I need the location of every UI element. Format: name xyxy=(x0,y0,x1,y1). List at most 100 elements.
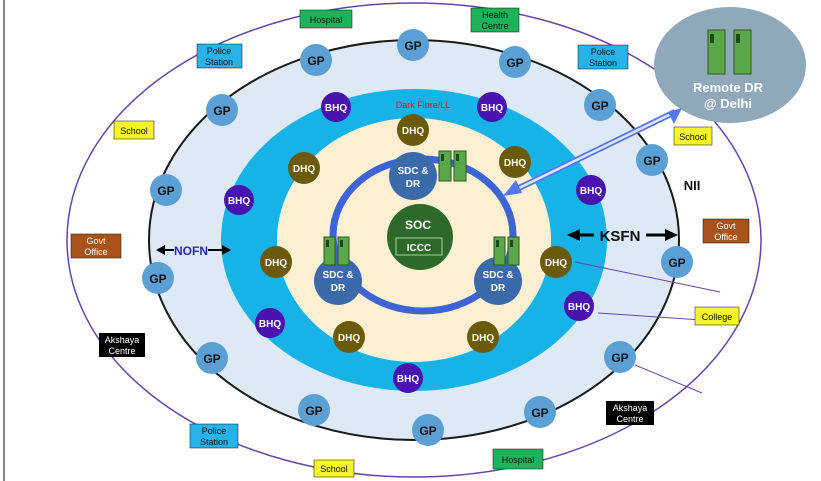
svg-text:GP: GP xyxy=(149,272,166,286)
svg-text:GP: GP xyxy=(506,56,523,70)
svg-text:GP: GP xyxy=(213,104,230,118)
nofn-label: NOFN xyxy=(174,244,208,258)
gp-node: GP xyxy=(196,342,228,374)
svg-text:BHQ: BHQ xyxy=(228,196,250,207)
svg-text:GP: GP xyxy=(611,351,628,365)
svg-text:DHQ: DHQ xyxy=(265,258,287,269)
dhq-node: DHQ xyxy=(288,152,320,184)
svg-text:Office: Office xyxy=(84,247,107,257)
svg-text:Akshaya: Akshaya xyxy=(105,335,140,345)
svg-text:Office: Office xyxy=(714,232,737,242)
gp-node: GP xyxy=(150,174,182,206)
svg-text:DR: DR xyxy=(491,283,506,294)
bhq-node: BHQ xyxy=(393,363,423,393)
server-icon xyxy=(438,150,467,182)
svg-text:Police: Police xyxy=(202,426,227,436)
svg-text:SDC &: SDC & xyxy=(322,270,353,281)
svg-text:College: College xyxy=(702,312,733,322)
svg-text:BHQ: BHQ xyxy=(397,374,419,385)
nofn-link: NOFN xyxy=(156,244,231,258)
server-icon xyxy=(323,236,350,266)
dhq-node: DHQ xyxy=(540,246,572,278)
svg-text:DHQ: DHQ xyxy=(293,164,315,175)
gp-node: GP xyxy=(499,46,531,78)
bhq-nodes: BHQ BHQ BHQ BHQ BHQ BHQ BHQ xyxy=(224,92,606,393)
svg-text:GP: GP xyxy=(305,404,322,418)
sdc-dr-left: SDC & DR xyxy=(314,236,362,305)
svg-text:GP: GP xyxy=(531,406,548,420)
tag-police-station: Police Station xyxy=(577,44,629,70)
bhq-node: BHQ xyxy=(255,308,285,338)
svg-text:SDC &: SDC & xyxy=(397,166,428,177)
svg-text:School: School xyxy=(120,126,148,136)
svg-text:DHQ: DHQ xyxy=(402,126,424,137)
dhq-nodes: DHQ DHQ DHQ DHQ DHQ DHQ DHQ xyxy=(260,114,572,353)
outer-tags: Hospital Health Centre Police Station Po… xyxy=(70,7,750,478)
svg-text:Health: Health xyxy=(482,10,508,20)
remote-dr-label: Remote DR xyxy=(693,80,764,95)
dark-fibre-label: Dark Fibre/LL xyxy=(396,100,451,110)
svg-text:DR: DR xyxy=(331,283,346,294)
sdc-dr-top: SDC & DR xyxy=(389,150,467,200)
svg-text:GP: GP xyxy=(203,352,220,366)
svg-text:GP: GP xyxy=(404,39,421,53)
svg-text:Police: Police xyxy=(591,47,616,57)
gp-node: GP xyxy=(142,262,174,294)
tag-health-centre: Health Centre xyxy=(470,7,520,33)
remote-dr: Remote DR @ Delhi xyxy=(654,7,806,123)
gp-node: GP xyxy=(300,44,332,76)
soc-center: SOC ICCC xyxy=(387,204,453,270)
svg-text:Hospital: Hospital xyxy=(502,455,535,465)
svg-text:Akshaya: Akshaya xyxy=(613,403,648,413)
gp-node: GP xyxy=(524,396,556,428)
ksfn-label: KSFN xyxy=(600,228,641,245)
svg-text:DHQ: DHQ xyxy=(338,333,360,344)
svg-text:Centre: Centre xyxy=(481,21,508,31)
gp-nodes: GP GP GP GP GP GP GP GP GP GP GP GP GP G… xyxy=(142,29,693,446)
svg-text:Station: Station xyxy=(200,437,228,447)
tag-police-station: Police Station xyxy=(189,423,239,449)
gp-node: GP xyxy=(397,29,429,61)
bhq-node: BHQ xyxy=(576,175,606,205)
gp-node: GP xyxy=(412,414,444,446)
svg-text:BHQ: BHQ xyxy=(580,186,602,197)
server-icon xyxy=(493,236,520,266)
ksfn-link: KSFN xyxy=(567,228,678,245)
svg-text:Centre: Centre xyxy=(108,346,135,356)
bhq-node: BHQ xyxy=(321,92,351,122)
soc-label: SOC xyxy=(405,218,431,232)
gp-node: GP xyxy=(661,246,693,278)
bhq-node: BHQ xyxy=(224,185,254,215)
svg-text:Govt: Govt xyxy=(716,221,736,231)
dhq-node: DHQ xyxy=(467,321,499,353)
svg-text:Govt: Govt xyxy=(86,236,106,246)
svg-text:BHQ: BHQ xyxy=(481,103,503,114)
svg-text:GP: GP xyxy=(419,424,436,438)
dhq-node: DHQ xyxy=(499,146,531,178)
tag-akshaya-centre: Akshaya Centre xyxy=(99,333,145,357)
svg-text:BHQ: BHQ xyxy=(325,103,347,114)
tag-govt-office: Govt Office xyxy=(70,233,122,259)
gp-node: GP xyxy=(206,94,238,126)
remote-dr-location: @ Delhi xyxy=(704,96,752,111)
bhq-node: BHQ xyxy=(477,92,507,122)
remote-dr-link xyxy=(503,108,682,196)
svg-text:DHQ: DHQ xyxy=(545,258,567,269)
tag-school: School xyxy=(113,120,155,140)
svg-text:GP: GP xyxy=(157,184,174,198)
svg-text:DHQ: DHQ xyxy=(504,158,526,169)
tag-govt-office: Govt Office xyxy=(702,218,750,244)
svg-text:School: School xyxy=(320,464,348,474)
svg-text:Station: Station xyxy=(589,58,617,68)
svg-text:BHQ: BHQ xyxy=(259,319,281,330)
tag-hospital: Hospital xyxy=(492,448,544,470)
gp-node: GP xyxy=(604,341,636,373)
tag-hospital: Hospital xyxy=(299,9,353,29)
gp-node: GP xyxy=(636,144,668,176)
gp-node: GP xyxy=(584,89,616,121)
svg-text:GP: GP xyxy=(643,154,660,168)
iccc-label: ICCC xyxy=(407,243,431,254)
svg-text:DR: DR xyxy=(406,179,421,190)
tag-akshaya-centre: Akshaya Centre xyxy=(606,401,654,425)
